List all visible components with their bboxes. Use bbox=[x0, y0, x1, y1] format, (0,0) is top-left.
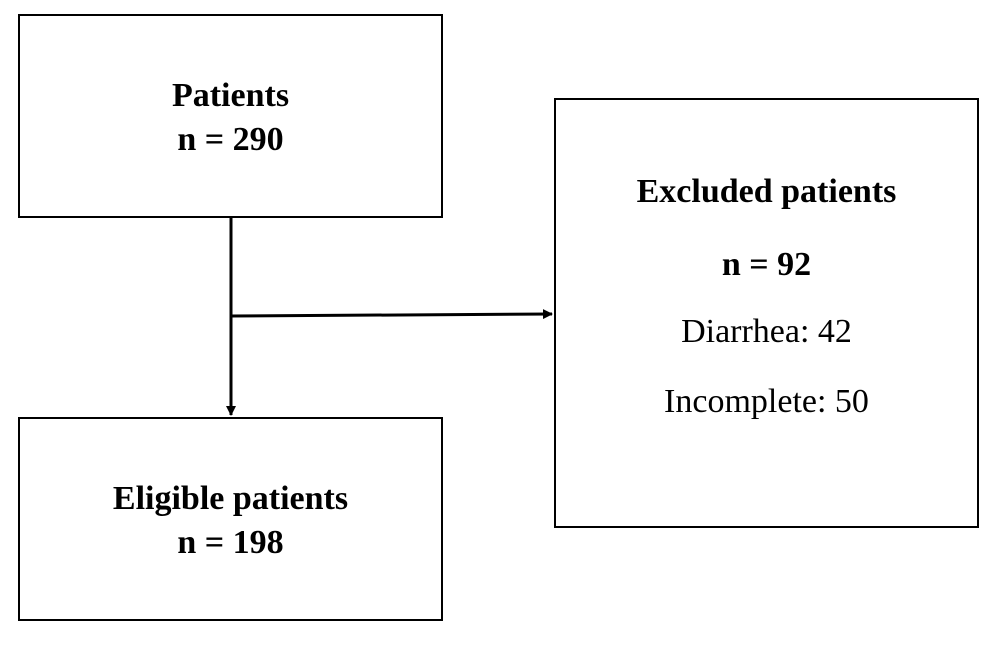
excluded-patients-box: Excluded patients n = 92 Diarrhea: 42 In… bbox=[554, 98, 979, 528]
patients-count: n = 290 bbox=[177, 121, 284, 158]
excluded-patients-title: Excluded patients bbox=[636, 173, 897, 210]
patients-box: Patients n = 290 bbox=[18, 14, 443, 218]
patients-title: Patients bbox=[171, 77, 290, 114]
eligible-patients-count: n = 198 bbox=[177, 524, 284, 561]
excluded-reason-incomplete: Incomplete: 50 bbox=[664, 383, 869, 420]
excluded-reason-diarrhea: Diarrhea: 42 bbox=[681, 313, 852, 350]
eligible-patients-title: Eligible patients bbox=[112, 480, 349, 517]
eligible-patients-box: Eligible patients n = 198 bbox=[18, 417, 443, 621]
horizontal-connector-arrow bbox=[230, 309, 553, 320]
excluded-patients-count: n = 92 bbox=[721, 246, 812, 283]
